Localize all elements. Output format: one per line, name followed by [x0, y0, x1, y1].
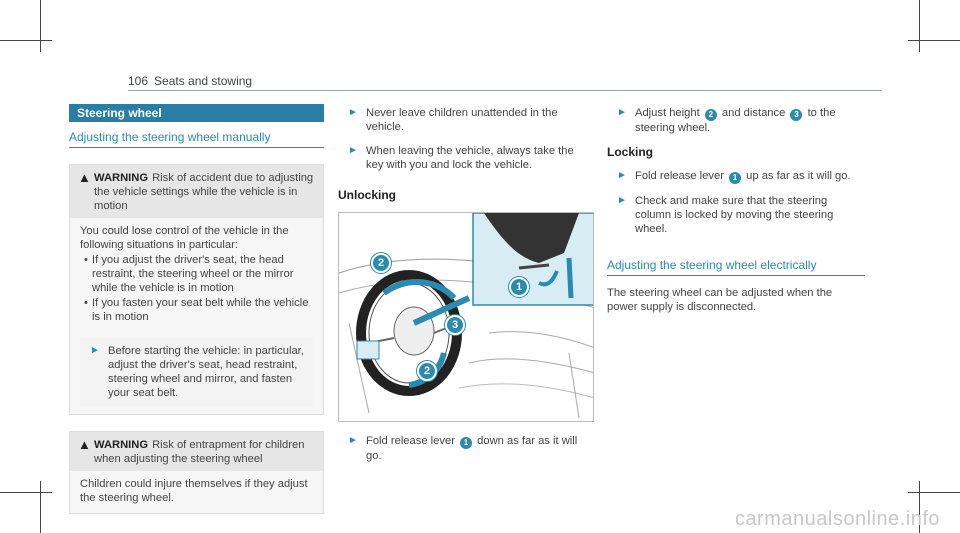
heading-unlocking: Unlocking [338, 188, 397, 202]
action-triangle-icon: ► [90, 345, 100, 356]
action-triangle-icon: ► [348, 145, 358, 156]
callout-badge: 2 [704, 109, 717, 121]
page-number: 106 [128, 74, 149, 88]
figure-callout-2-bottom: 2 [417, 361, 437, 381]
subheading-manual: Adjusting the steering wheel manually [69, 130, 324, 148]
page-header: 106 Seats and stowing [128, 74, 252, 88]
warning-word: WARNING [94, 172, 149, 184]
action-triangle-icon: ► [617, 107, 627, 118]
action-triangle-icon: ► [348, 435, 358, 446]
column-3: ► Adjust height 2 and distance 3 to the … [607, 104, 865, 314]
list-item: •If you fasten your seat belt while the … [84, 297, 309, 323]
header-rule [128, 90, 882, 91]
column-2: ► Never leave children unattended in the… [338, 104, 594, 463]
action-step: ► Fold release lever 1 up as far as it w… [617, 170, 851, 184]
steering-wheel-figure: 2 1 3 2 [338, 212, 594, 422]
figure-callout-3: 3 [445, 315, 465, 335]
action-step: ► Fold release lever 1 down as far as it… [348, 435, 578, 462]
crop-mark [0, 40, 52, 41]
warning-word: WARNING [94, 439, 149, 451]
section-name: Seats and stowing [154, 74, 253, 88]
crop-mark [0, 492, 52, 493]
crop-mark [919, 0, 920, 52]
crop-mark [919, 481, 920, 533]
steering-wheel-illustration [339, 213, 593, 419]
callout-badge: 1 [460, 437, 473, 449]
action-step: ► Never leave children unattended in the… [348, 107, 558, 133]
warning-triangle-icon: ▲ [78, 170, 91, 185]
warning-title: Risk of entrapment for children when adj… [94, 439, 305, 465]
column-1: Steering wheel Adjusting the steering wh… [69, 104, 324, 514]
action-triangle-icon: ► [617, 170, 627, 181]
warning-text: Children could injure themselves if they… [80, 478, 308, 504]
action-step: ► Before starting the vehicle: in partic… [90, 345, 304, 399]
body-text: The steering wheel can be adjusted when … [607, 287, 833, 313]
action-band: ► Before starting the vehicle: in partic… [80, 338, 313, 406]
figure-callout-1: 1 [509, 277, 529, 297]
heading-locking: Locking [607, 145, 654, 159]
watermark: carmanualsonline.info [734, 508, 940, 530]
action-triangle-icon: ► [348, 107, 358, 118]
crop-mark [40, 0, 41, 52]
warning-text: You could lose control of the vehicle in… [80, 225, 289, 251]
warning-body: You could lose control of the vehicle in… [70, 218, 323, 414]
action-step: ► Check and make sure that the steering … [617, 195, 834, 235]
action-step: ► When leaving the vehicle, always take … [348, 145, 574, 171]
warning-body: Children could injure themselves if they… [70, 471, 323, 513]
list-item: •If you adjust the driver's seat, the he… [84, 254, 294, 294]
section-bar: Steering wheel [69, 104, 324, 122]
crop-mark [908, 40, 960, 41]
callout-badge: 1 [729, 172, 742, 184]
warning-triangle-icon: ▲ [78, 437, 91, 452]
subheading-electric: Adjusting the steering wheel electricall… [607, 258, 865, 276]
crop-mark [908, 492, 960, 493]
action-triangle-icon: ► [617, 195, 627, 206]
crop-mark [40, 481, 41, 533]
warning-title: Risk of accident due to adjusting the ve… [94, 172, 314, 212]
action-step: ► Adjust height 2 and distance 3 to the … [617, 107, 836, 134]
figure-callout-2-top: 2 [371, 253, 391, 273]
callout-badge: 3 [790, 109, 803, 121]
